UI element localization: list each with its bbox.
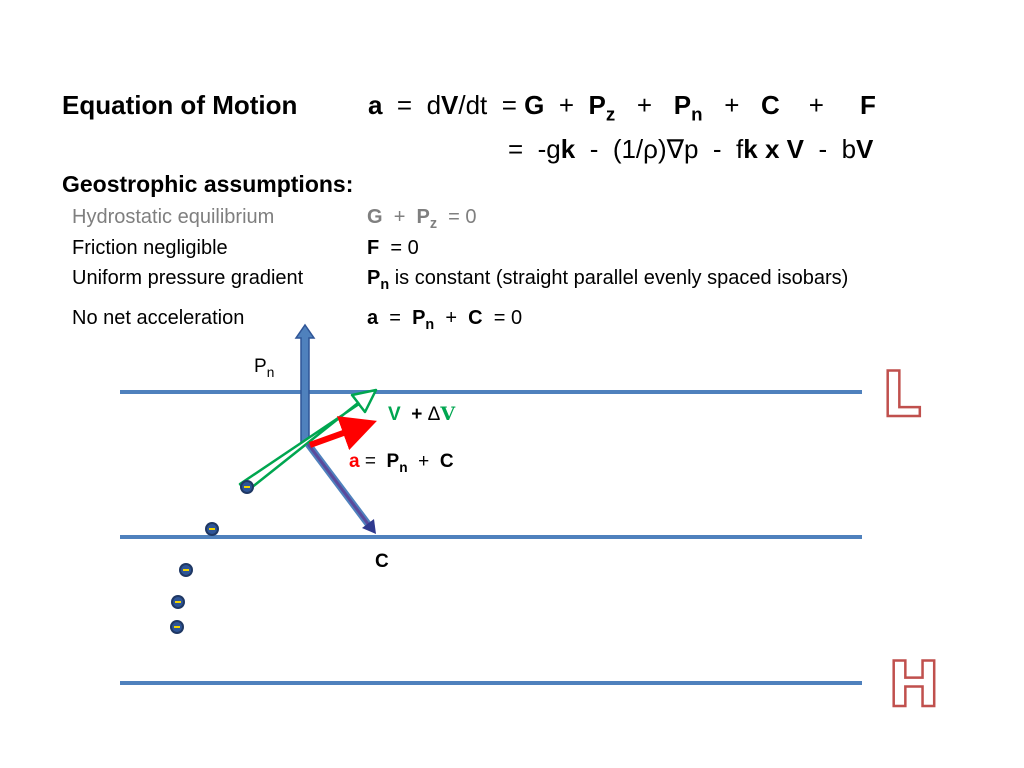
eq-plus-2: +: [636, 90, 653, 120]
eq-dt: /dt: [458, 90, 488, 120]
air-parcel-marker: [170, 620, 184, 634]
acceleration-label-sub: n: [399, 459, 408, 475]
eq-part: G: [367, 206, 383, 228]
eq-C: C: [761, 90, 780, 120]
eq-G: G: [524, 90, 545, 120]
acceleration-label-a: a: [349, 451, 360, 472]
acceleration-label: a = Pn + C: [349, 451, 454, 475]
acceleration-label-c: C: [439, 451, 454, 472]
eq2-minus-1: -: [589, 134, 599, 164]
assumption-label-friction: Friction negligible: [72, 237, 228, 259]
eq2-minus-3: -: [818, 134, 828, 164]
eq-part: = 0: [493, 307, 523, 329]
eq-part: C: [468, 307, 483, 329]
velocity-label-v: V: [388, 404, 401, 425]
pressure-gradient-arrow: [294, 323, 316, 443]
eq-Pn: P: [673, 90, 692, 120]
assumption-eq-friction: F = 0: [367, 237, 419, 260]
air-parcel-marker: [171, 595, 185, 609]
eq-plus-3: +: [724, 90, 740, 120]
eq2-equals: =: [508, 134, 524, 164]
eq-part: +: [393, 206, 406, 228]
acceleration-label-eq: =: [364, 451, 376, 472]
eq-sub: n: [425, 317, 435, 334]
eq-sub: n: [380, 277, 390, 294]
eq-part: +: [445, 307, 458, 329]
air-parcel-marker: [179, 563, 193, 577]
eq-F: F: [860, 90, 876, 120]
eq-V: V: [441, 90, 459, 120]
assumption-label-hydrostatic: Hydrostatic equilibrium: [72, 206, 275, 228]
eq-part: F: [367, 237, 380, 259]
eq-part: P: [416, 206, 430, 228]
eq2-f: f: [736, 134, 744, 164]
coriolis-arrow-core: [306, 443, 370, 525]
air-parcel-marker: [240, 480, 254, 494]
eq-part: =: [389, 307, 401, 329]
low-pressure-label: L: [881, 357, 923, 433]
equation-title: Equation of Motion: [62, 90, 298, 120]
eq-part: = 0: [390, 237, 419, 259]
velocity-label-delta: Δ: [427, 404, 441, 425]
eq2-minus-g: -g: [537, 134, 561, 164]
eq-equals: =: [396, 90, 413, 120]
coriolis-label: C: [375, 551, 389, 572]
air-parcel-marker: [205, 522, 219, 536]
eq-part: P: [412, 307, 426, 329]
eq-sub: z: [429, 216, 438, 233]
eq-equals-2: =: [501, 90, 517, 120]
eq-plus-4: +: [808, 90, 824, 120]
assumption-eq-pressure: Pn is constant (straight parallel evenly…: [367, 267, 849, 294]
eq2-k-cross-V: k x V: [743, 134, 804, 164]
pn-label: Pn: [254, 356, 275, 380]
assumption-eq-hydrostatic: G + Pz = 0: [367, 206, 477, 233]
eq-z-sub: z: [605, 103, 616, 125]
assumption-eq-acceleration: a = Pn + C = 0: [367, 307, 523, 334]
eq-d: d: [426, 90, 442, 120]
velocity-label-delta-v: V: [440, 403, 456, 425]
assumptions-title: Geostrophic assumptions:: [62, 171, 354, 197]
velocity-arrow: [238, 388, 378, 494]
acceleration-arrow: [308, 416, 377, 451]
eq-a: a: [368, 90, 383, 120]
assumption-label-pressure: Uniform pressure gradient: [72, 267, 304, 289]
equation-line-1: a = dV/dt = G + Pz + Pn + C + F: [368, 90, 876, 123]
pn-label-sub: n: [266, 364, 275, 380]
acceleration-label-p: P: [386, 451, 400, 472]
velocity-label-plus: +: [411, 404, 423, 425]
velocity-label: V + ΔV: [388, 403, 455, 426]
eq2-V: V: [856, 134, 874, 164]
coriolis-arrow-head: [362, 519, 376, 534]
equation-line-2: = -gk - (1/ρ)∇p - fk x V - bV: [508, 134, 873, 165]
eq-part: = 0: [448, 206, 477, 228]
pn-label-p: P: [254, 356, 267, 377]
eq-plus-1: +: [558, 90, 575, 120]
eq2-b: b: [841, 134, 857, 164]
eq2-k: k: [560, 134, 576, 164]
eq-Pz: P: [588, 90, 606, 120]
eq-part: P: [367, 267, 381, 289]
eq2-minus-2: -: [712, 134, 722, 164]
assumption-label-acceleration: No net acceleration: [72, 307, 245, 329]
eq-n-sub: n: [691, 103, 703, 125]
high-pressure-label: H: [887, 647, 941, 723]
acceleration-label-plus: +: [418, 451, 430, 472]
eq-part: is constant (straight parallel evenly sp…: [394, 267, 849, 289]
eq2-pressure-term: (1/ρ)∇p: [612, 134, 699, 164]
eq-part: a: [367, 307, 379, 329]
